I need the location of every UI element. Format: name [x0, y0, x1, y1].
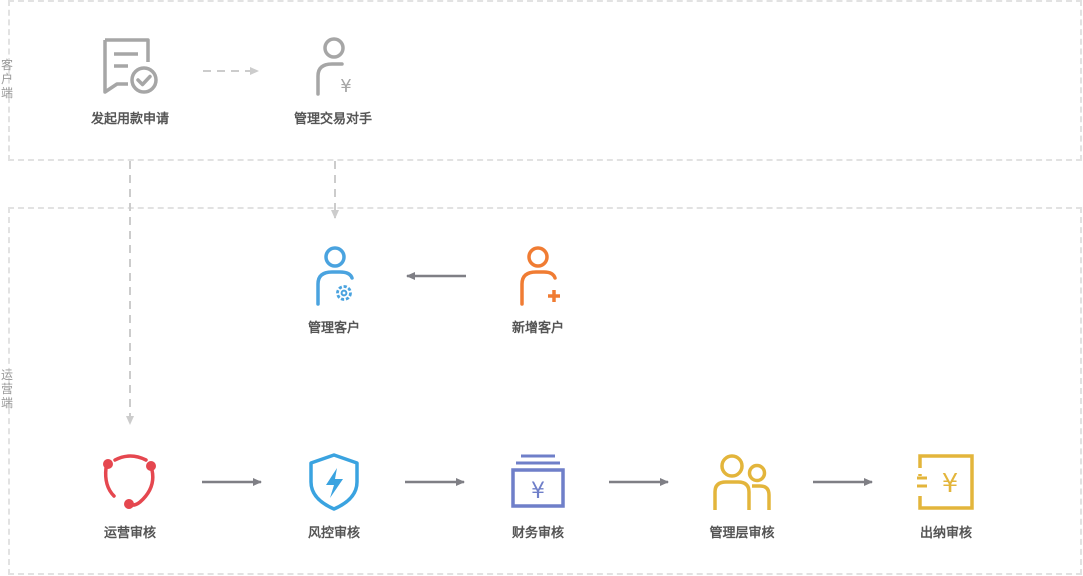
person-gear-icon [316, 246, 354, 306]
svg-text:¥: ¥ [942, 469, 959, 499]
cycle-icon [103, 454, 156, 509]
cashier-review-label: 出纳审核 [919, 526, 972, 541]
manage-customer-label: 管理客户 [307, 321, 360, 336]
risk-review-label: 风控审核 [307, 526, 360, 541]
add-customer-label: 新增客户 [511, 321, 564, 336]
shield-bolt-icon [309, 453, 359, 511]
operations-review-label: 运营审核 [103, 526, 156, 541]
operations-zone-label: 运营端 [1, 368, 14, 410]
person-add-icon [520, 246, 560, 306]
document-check-icon [103, 38, 158, 94]
apply-loan-label: 发起用款申请 [90, 112, 169, 127]
finance-review-label: 财务审核 [511, 526, 564, 541]
manage-counterparty-label: 管理交易对手 [293, 112, 372, 127]
yen-box-icon: ¥ [917, 454, 974, 510]
operations-zone [8, 207, 1082, 575]
client-zone [8, 0, 1082, 161]
svg-text:¥: ¥ [531, 479, 545, 504]
client-zone-label: 客户端 [1, 58, 14, 100]
svg-text:¥: ¥ [340, 76, 351, 96]
person-yen-icon: ¥ [316, 37, 352, 96]
management-review-label: 管理层审核 [709, 526, 775, 541]
yen-stack-icon: ¥ [511, 454, 565, 508]
people-icon [713, 454, 771, 510]
